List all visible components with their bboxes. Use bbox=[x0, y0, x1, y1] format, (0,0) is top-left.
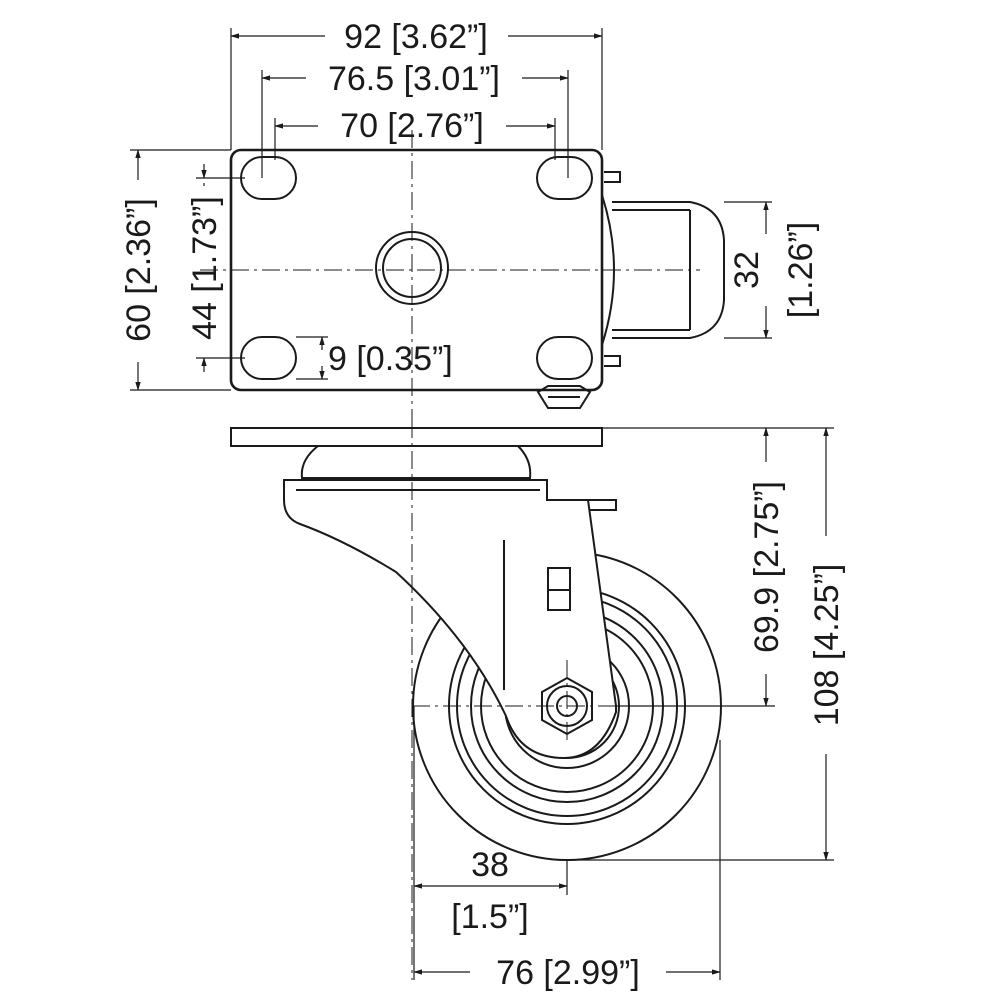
side-view: 69.9 [2.75”] 108 [4.25”] 38 [1.5”] 76 [2… bbox=[230, 420, 846, 992]
brake-pedal-bottom bbox=[604, 355, 621, 367]
slot-top-left bbox=[240, 156, 297, 200]
kingpin-outer bbox=[375, 231, 449, 305]
dim-overall-width: 92 [3.62”] bbox=[344, 18, 488, 56]
dim-wheel-width-in: [1.26”] bbox=[782, 222, 820, 318]
dim-hole-spacing-inner: 70 [2.76”] bbox=[340, 107, 484, 145]
dim-slot-width: 9 [0.35”] bbox=[328, 340, 453, 378]
side-mounting-plate bbox=[230, 427, 603, 447]
wheel-tread-top-view bbox=[612, 201, 725, 339]
dim-plate-depth: 60 [2.36”] bbox=[120, 198, 158, 342]
brake-pedal-side bbox=[588, 499, 617, 511]
fork-leg bbox=[283, 479, 617, 760]
slot-top-right bbox=[536, 156, 593, 200]
dim-swivel-offset: 69.9 [2.75”] bbox=[748, 481, 786, 653]
top-view: 92 [3.62”] 76.5 [3.01”] 70 [2.76”] 60 [2… bbox=[120, 18, 820, 420]
dim-overall-height: 108 [4.25”] bbox=[808, 564, 846, 727]
dim-offset-in: [1.5”] bbox=[451, 898, 528, 936]
dim-hole-spacing-outer: 76.5 [3.01”] bbox=[328, 60, 500, 98]
brake-pedal-top bbox=[604, 171, 621, 183]
dim-hole-spacing-depth: 44 [1.73”] bbox=[186, 196, 224, 340]
dim-wheel-diameter: 76 [2.99”] bbox=[496, 954, 640, 992]
slot-bottom-left bbox=[240, 336, 297, 380]
fork-side bbox=[601, 194, 615, 346]
dim-offset-mm: 38 bbox=[471, 846, 509, 884]
swivel-bearing bbox=[300, 445, 532, 479]
dim-wheel-width-mm: 32 bbox=[728, 251, 766, 289]
slot-bottom-right bbox=[536, 336, 593, 380]
nut-top-view bbox=[536, 385, 592, 409]
kingpin-inner bbox=[382, 238, 442, 298]
